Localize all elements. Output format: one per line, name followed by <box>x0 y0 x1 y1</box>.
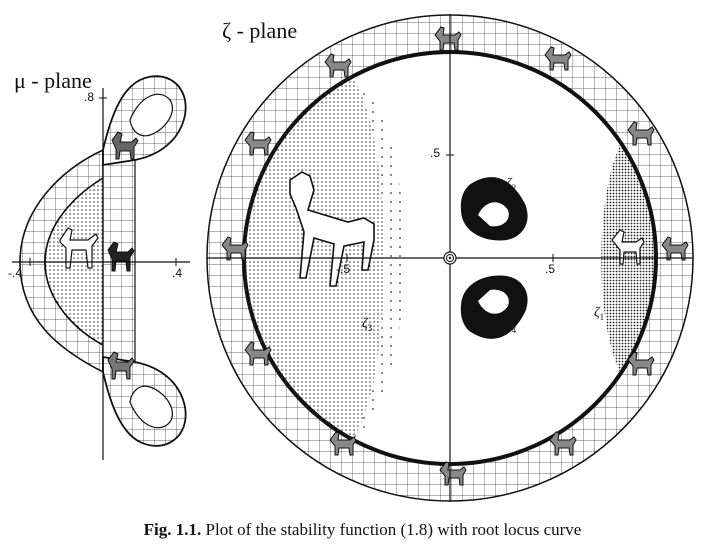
mu-plane-diagram <box>12 75 190 460</box>
root-label-zeta1: ζ1 <box>594 305 605 322</box>
zeta-horse-large <box>289 171 375 287</box>
mu-lower-lobe-inner <box>129 385 173 429</box>
mu-tick-y-top: .8 <box>84 90 95 104</box>
mu-horse-dark <box>107 241 135 272</box>
caption-label: Fig. 1.1. <box>143 520 202 539</box>
caption-text: Plot of the stability function (1.8) wit… <box>201 520 582 539</box>
figure-canvas <box>12 14 694 502</box>
mu-horse-gray <box>107 131 139 380</box>
zeta-tick-x-right: .5 <box>545 262 556 276</box>
mu-tick-x-left: -.4 <box>8 266 23 280</box>
figure-caption: Fig. 1.1. Plot of the stability function… <box>0 520 725 540</box>
zeta-left-sparse-region <box>352 76 405 440</box>
mu-horse-white <box>59 227 99 269</box>
root-label-zeta4: ζ4 <box>506 318 517 335</box>
mu-plane-title: μ - plane <box>14 68 92 93</box>
mu-tick-x-right: .4 <box>172 266 183 280</box>
zeta-plane-title: ζ - plane <box>222 18 298 43</box>
zeta-tick-x-left: -.5 <box>336 262 351 276</box>
mu-upper-lobe-inner <box>129 93 173 137</box>
zeta-plane-diagram <box>206 14 694 502</box>
zeta-tick-y-top: .5 <box>430 146 441 160</box>
root-label-zeta2: ζ2 <box>506 176 517 193</box>
zeta-ring-horses <box>221 26 689 486</box>
zeta-horse-small <box>611 229 645 265</box>
root-label-zeta3: ζ3 <box>362 316 373 333</box>
